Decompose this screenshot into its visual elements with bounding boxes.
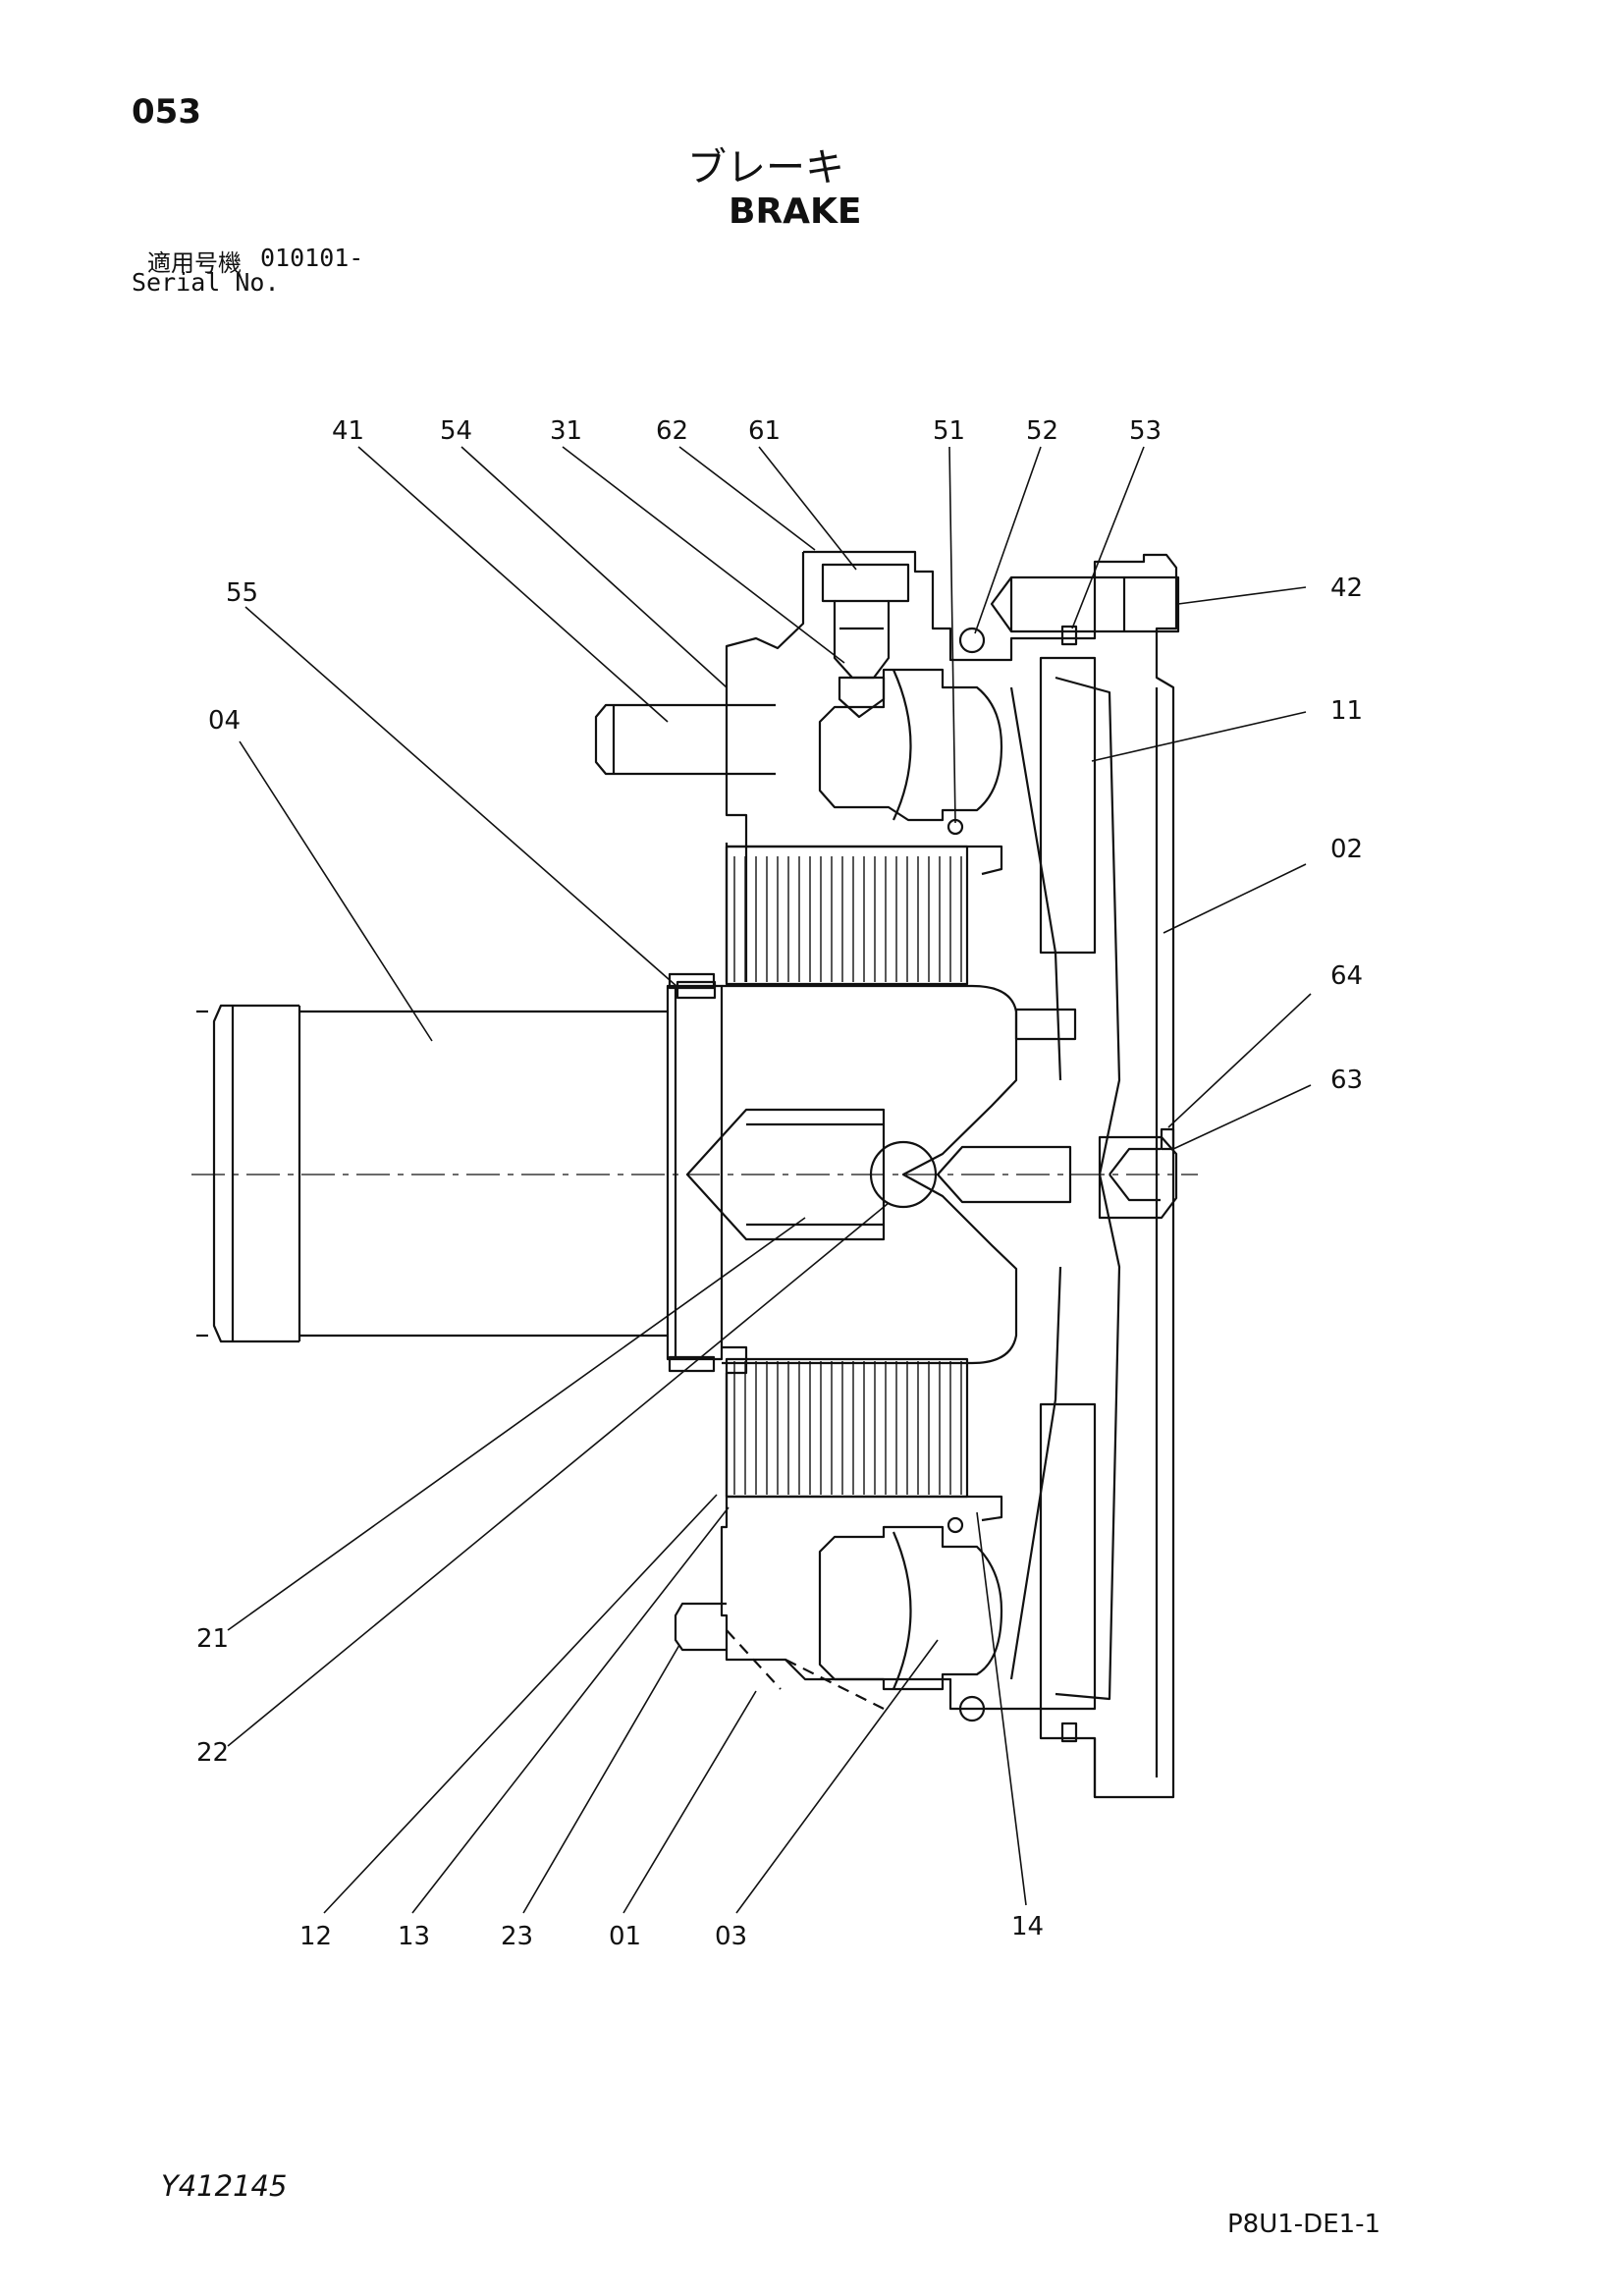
friction-plates bbox=[725, 845, 1003, 1522]
part-label-52: 52 bbox=[1026, 416, 1058, 446]
part-label-02: 02 bbox=[1330, 835, 1363, 864]
part-label-55: 55 bbox=[226, 578, 258, 608]
page-number: 053 bbox=[132, 92, 201, 132]
piston-03 bbox=[818, 668, 1003, 1691]
plate-11 bbox=[1009, 656, 1121, 1711]
title-japanese: ブレーキ bbox=[687, 145, 844, 191]
plug-63 bbox=[1098, 1127, 1178, 1220]
part-label-64: 64 bbox=[1330, 961, 1363, 991]
part-label-04: 04 bbox=[208, 706, 241, 736]
part-label-12: 12 bbox=[299, 1922, 332, 1951]
part-label-54: 54 bbox=[440, 416, 472, 446]
part-label-03: 03 bbox=[715, 1922, 747, 1951]
serial-label-english: Serial No. bbox=[132, 268, 280, 297]
title-english: BRAKE bbox=[729, 191, 862, 232]
drawing-code: Y412145 bbox=[161, 2169, 288, 2203]
part-label-14: 14 bbox=[1011, 1912, 1044, 1941]
ball-22 bbox=[869, 1140, 938, 1209]
hub-center bbox=[685, 984, 1077, 1365]
part-label-13: 13 bbox=[398, 1922, 430, 1951]
part-label-31: 31 bbox=[550, 416, 582, 446]
part-label-63: 63 bbox=[1330, 1066, 1363, 1095]
o-ring-52 bbox=[958, 627, 986, 654]
part-label-61: 61 bbox=[748, 416, 781, 446]
part-label-42: 42 bbox=[1330, 574, 1363, 603]
pin-23 bbox=[674, 1602, 727, 1652]
valve-31 bbox=[838, 676, 886, 719]
bolt-42 bbox=[990, 575, 1180, 633]
seal-64 bbox=[1160, 1127, 1175, 1151]
plug-61 bbox=[821, 563, 910, 680]
part-label-22: 22 bbox=[196, 1738, 229, 1768]
shaft-04 bbox=[196, 972, 724, 1373]
part-label-21: 21 bbox=[196, 1624, 229, 1654]
part-label-62: 62 bbox=[656, 416, 688, 446]
part-label-23: 23 bbox=[501, 1922, 533, 1951]
seal-53 bbox=[1060, 625, 1078, 646]
part-label-51: 51 bbox=[933, 416, 965, 446]
part-label-53: 53 bbox=[1129, 416, 1162, 446]
reference-code: P8U1-DE1-1 bbox=[1227, 2210, 1381, 2239]
part-label-41: 41 bbox=[332, 416, 364, 446]
serial-label-japanese: 適用号機 bbox=[147, 249, 242, 277]
part-label-11: 11 bbox=[1330, 696, 1363, 726]
bolt-41 bbox=[594, 703, 776, 776]
o-ring-55 bbox=[676, 980, 717, 1000]
friction-plate-stripes bbox=[733, 856, 962, 1495]
serial-value: 010101- bbox=[260, 244, 364, 272]
part-label-01: 01 bbox=[609, 1922, 641, 1951]
